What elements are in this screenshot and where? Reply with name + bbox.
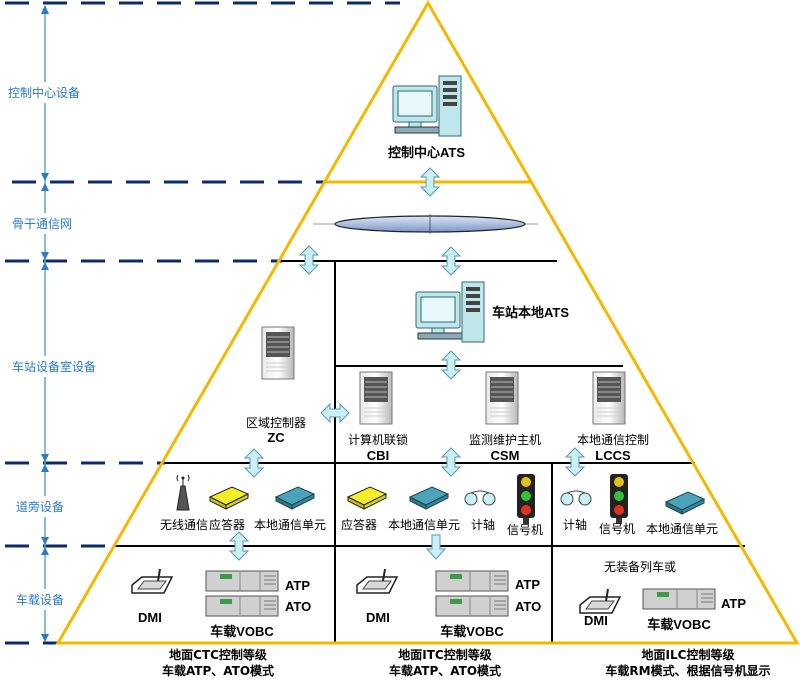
cbi-server-icon: [359, 371, 393, 425]
lccs-name: 本地通信控制: [576, 433, 649, 447]
ato-label: ATO: [515, 599, 542, 614]
vobc-label: 车载VOBC: [647, 617, 711, 632]
ato-label: ATO: [285, 599, 312, 614]
local-comm-unit-icon: [665, 491, 705, 515]
dmi-icon: [356, 568, 398, 594]
tier-dividers: [5, 1, 400, 645]
backbone-network: [313, 214, 538, 234]
axle-counter-icon: [464, 490, 496, 506]
tier-label-control-center: 控制中心设备: [8, 82, 81, 103]
tier-label-wayside: 道旁设备: [16, 496, 65, 517]
mode-caption-itc: 地面ITC控制等级 车载ATP、ATO模式: [345, 647, 545, 679]
balise-label: 应答器: [341, 518, 378, 532]
vobc-atp-unit-icon: [642, 588, 716, 610]
axle-counter-icon: [560, 490, 592, 506]
vobc-ato-unit-icon: [205, 595, 279, 617]
balise-label: 应答器: [209, 518, 246, 532]
atp-label: ATP: [515, 577, 541, 592]
mode-line1: 地面ITC控制等级: [398, 648, 492, 662]
wireless-label: 无线通信: [160, 518, 209, 532]
dmi-label: DMI: [366, 610, 390, 625]
signal-label: 信号机: [599, 522, 636, 536]
cbi-code: CBI: [366, 448, 390, 463]
mode-line1: 地面CTC控制等级: [169, 648, 267, 662]
csm-server-icon: [485, 371, 519, 425]
balise-icon: [347, 486, 387, 510]
lccs-server-icon: [592, 371, 626, 425]
zc-code: ZC: [267, 430, 285, 445]
tier-label-onboard: 车载设备: [16, 589, 65, 610]
atp-label: ATP: [285, 578, 311, 593]
dmi-icon: [579, 588, 621, 614]
balise-icon: [209, 486, 249, 510]
mode-caption-ctc: 地面CTC控制等级 车载ATP、ATO模式: [118, 647, 318, 679]
dmi-icon: [131, 568, 173, 594]
control-center-ats-label: 控制中心ATS: [388, 145, 466, 160]
zc-server-icon: [261, 326, 295, 380]
csm-code: CSM: [490, 448, 520, 463]
local-comm-unit-label: 本地通信单元: [388, 518, 461, 532]
tier-span-arrows: [41, 5, 49, 642]
csm-name: 监测维护主机: [468, 433, 541, 447]
dmi-label: DMI: [138, 610, 162, 625]
signal-light-icon: [610, 474, 628, 524]
mode-line2: 车载ATP、ATO模式: [161, 664, 275, 678]
signal-label: 信号机: [507, 523, 544, 537]
atp-label: ATP: [721, 596, 747, 611]
vobc-ato-unit-icon: [435, 595, 509, 617]
axle-counter-label: 计轴: [471, 518, 496, 532]
local-comm-unit-icon: [275, 486, 315, 510]
mode-line1: 地面ILC控制等级: [641, 648, 735, 662]
tier-label-station-room: 车站设备室设备: [12, 356, 97, 377]
dmi-label: DMI: [584, 613, 608, 628]
local-comm-unit-label: 本地通信单元: [646, 522, 719, 536]
mode-caption-ilc: 地面ILC控制等级 车载RM模式、根据信号机显示: [578, 647, 798, 679]
vobc-atp-unit-icon: [205, 570, 279, 592]
control-center-ats-computer-icon: [392, 75, 462, 137]
mode-line2: 车载RM模式、根据信号机显示: [605, 664, 771, 678]
axle-counter-label: 计轴: [563, 518, 588, 532]
zc-name: 区域控制器: [245, 416, 306, 430]
vobc-atp-unit-icon: [435, 570, 509, 592]
signal-light-icon: [517, 474, 535, 524]
no-equipment-note: 无装备列车或: [604, 560, 677, 574]
vobc-label: 车载VOBC: [210, 624, 274, 639]
cbi-name: 计算机联锁: [347, 433, 408, 447]
local-comm-unit-label: 本地通信单元: [254, 518, 327, 532]
station-ats-label: 车站本地ATS: [492, 305, 570, 320]
tier-label-backbone: 骨干通信网: [12, 213, 73, 234]
mode-line2: 车载ATP、ATO模式: [388, 664, 502, 678]
wireless-antenna-icon: [176, 474, 190, 511]
lccs-code: LCCS: [595, 448, 631, 463]
local-comm-unit-icon: [409, 486, 449, 510]
station-ats-computer-icon: [415, 281, 485, 343]
vobc-label: 车载VOBC: [440, 624, 504, 639]
